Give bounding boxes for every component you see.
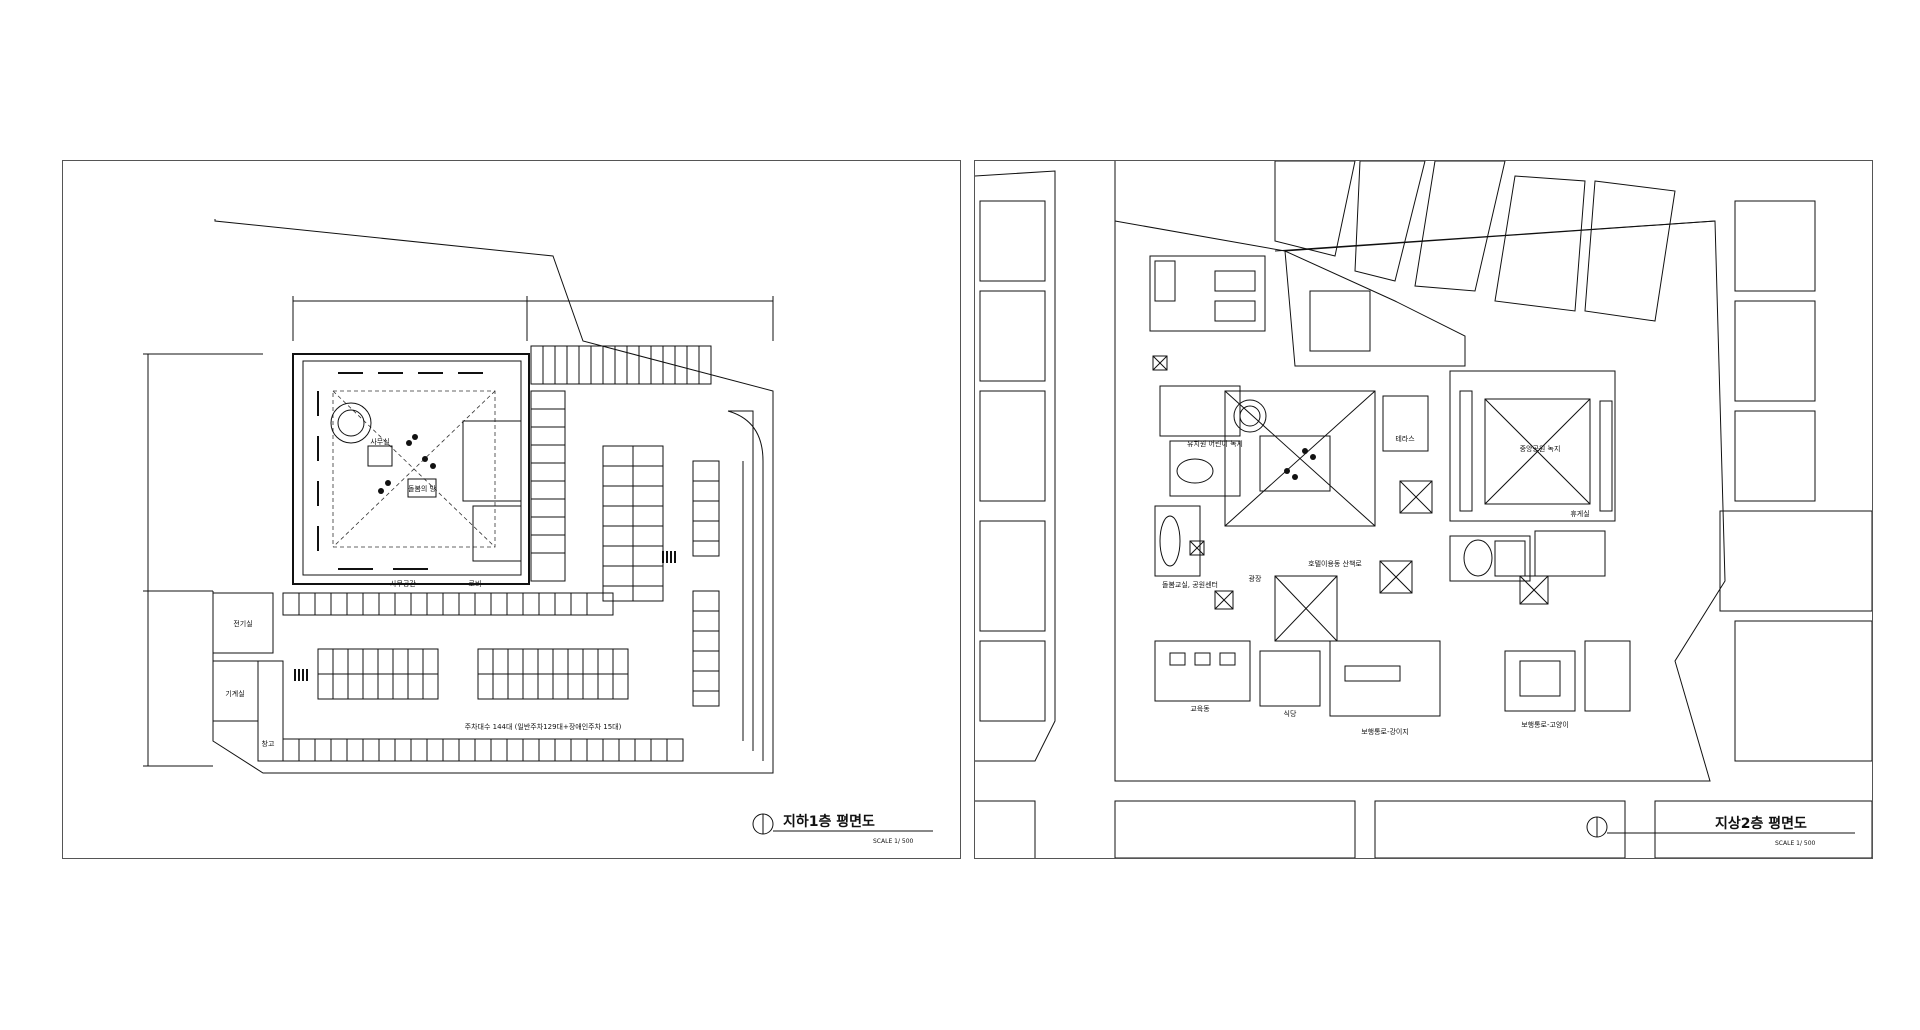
- terrace-label: 테라스: [1395, 434, 1415, 443]
- plan-scale: SCALE 1/ 500: [1775, 840, 1816, 847]
- education-label: 교육동: [1190, 705, 1210, 713]
- storage-room-label: 창고: [262, 740, 275, 748]
- care-room-label: 돌봄의 방: [408, 484, 437, 493]
- left-wing: [1149, 255, 1266, 577]
- surrounding-buildings: [975, 161, 1872, 858]
- cafeteria-label: 식당: [1284, 709, 1297, 718]
- parking-row-top: [530, 345, 712, 385]
- basement-floor-plan-drawing: 사무실 돌봄의 방 사무공간 로비: [143, 219, 933, 845]
- wing-a-label: 돌봄교실, 공원센터: [1162, 580, 1218, 589]
- plaza-label: 광장: [1249, 574, 1262, 583]
- nursery-green-label: 유치원 어린이 녹지: [1187, 439, 1243, 448]
- central-pavilion: [1224, 390, 1376, 527]
- lobby-label: 로비: [469, 579, 482, 588]
- walkway-label: 호텔이용동 산책로: [1308, 559, 1362, 568]
- plan-scale: SCALE 1/ 500: [873, 838, 914, 845]
- rest-area-label: 휴게실: [1570, 509, 1589, 518]
- basement-floor-plan-sheet: 사무실 돌봄의 방 사무공간 로비: [62, 160, 961, 859]
- bridge-b-label: 보행통로-고양이: [1521, 720, 1569, 729]
- plan-title: 지하1층 평면도: [783, 813, 875, 830]
- parking-island: [602, 445, 664, 602]
- second-floor-plan-drawing: 유치원 어린이 녹지 돌봄교실, 공원센터 테라스 중앙공원 녹지 휴게실 호텔…: [975, 161, 1872, 858]
- parking-note: 주차대수 144대 (일반주차129대+장애인주차 15대): [465, 722, 622, 731]
- bridge-a-label: 보행통로-강이지: [1361, 727, 1409, 736]
- mechanical-room-label: 기계실: [225, 689, 244, 698]
- plan-title: 지상2층 평면도: [1715, 815, 1807, 832]
- parking-row-bottom: [282, 738, 684, 762]
- electrical-room: [212, 592, 274, 654]
- site-boundary: [212, 219, 774, 774]
- parking-row-middle: [282, 592, 614, 616]
- bottom-wing: [1154, 640, 1631, 717]
- central-park-block: [1449, 370, 1616, 522]
- second-floor-plan-sheet: 유치원 어린이 녹지 돌봄교실, 공원센터 테라스 중앙공원 녹지 휴게실 호텔…: [974, 160, 1873, 859]
- site-boundary: [1114, 220, 1726, 782]
- office-label: 사무실: [370, 437, 389, 446]
- office-area-label: 사무공간: [390, 579, 416, 588]
- central-park-label: 중앙공원 녹지: [1520, 444, 1561, 453]
- electrical-room-label: 전기실: [233, 619, 252, 628]
- exhibition-block: [292, 353, 530, 585]
